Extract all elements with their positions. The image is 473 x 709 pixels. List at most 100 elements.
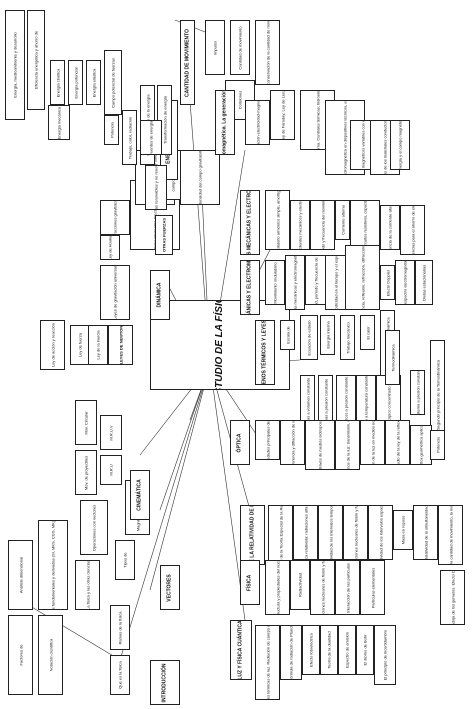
fis-estructura-box: Estructura y propiedades del núcleo bbox=[265, 560, 290, 615]
din-accion: Ley de acción y reacción bbox=[50, 322, 55, 368]
cuantica-title: LUZ Y FÍSICA CUÁNTICA bbox=[237, 620, 244, 680]
fis-particulas: Partículas elementales bbox=[370, 567, 375, 608]
rel-temporales: Relatividad de los intervalos temporales bbox=[328, 505, 333, 560]
center-title: ESTUDIO DE LA FÍSICA bbox=[214, 300, 225, 390]
osc-consecuencias-box: Consecuencias para el ahorro de electric… bbox=[400, 205, 425, 255]
osc-movimiento: Movimiento oscilatorio armónico simple, … bbox=[275, 190, 280, 250]
induccion-title-box: Inducción electromagnética. La generació… bbox=[215, 90, 235, 155]
ondas-amplitud: Amplitud, período y frecuencia de la ond… bbox=[313, 255, 319, 305]
osc-ecuacion-box: Ecuación, período y frecuencia del movim… bbox=[310, 200, 335, 250]
en-potencia: Potencia bbox=[109, 122, 114, 138]
en-campo-potencial-box: Campo potencial de fuerzas bbox=[104, 50, 122, 115]
en-medioambiente: Energía, medioambiente y desarrollo bbox=[12, 32, 18, 98]
en-mecanica: Energía mecánica bbox=[56, 106, 62, 139]
en-renovables-box: Energías renovables y no renovables bbox=[145, 165, 167, 210]
cuan-bohr: El átomo de Bohr bbox=[362, 634, 368, 666]
din-hooke-box: Ley de Hooke bbox=[100, 235, 120, 260]
osc-consecuencias: Consecuencias para el ahorro de electric… bbox=[410, 205, 415, 255]
relatividad-title: TEORÍA DE LA RELATIVIDAD DE EINSTEIN bbox=[249, 505, 255, 565]
din-hooke: Ley de Hooke bbox=[107, 235, 113, 260]
intro-magnitudes: Magnitudes fundamentales y derivadas (SI… bbox=[50, 520, 56, 610]
cuan-incertidumbre: El principio de incertidumbre bbox=[382, 629, 388, 681]
cuan-incertidumbre-box: El principio de incertidumbre bbox=[374, 625, 396, 685]
cuantica-title-box: LUZ Y FÍSICA CUÁNTICA bbox=[230, 620, 252, 680]
osc-ecuacion: Ecuación, período y frecuencia del movim… bbox=[320, 201, 325, 249]
induccion-title: Inducción electromagnética. La generació… bbox=[222, 91, 228, 154]
din-fuerza: Ley de fuerza bbox=[77, 332, 83, 358]
rel-reacciones-box: Reacciones nucleares de fisión y fusión bbox=[343, 505, 368, 560]
cin-mru-box: M.R.U bbox=[100, 455, 122, 485]
fis-reacciones: Reacciones nucleares de fisión y fusión bbox=[320, 560, 325, 615]
ondas-amplitud-box: Amplitud, período y frecuencia de la ond… bbox=[305, 255, 327, 305]
en-trabajo-box: Trabajo, calor, radiación bbox=[122, 110, 137, 165]
intro-fisica-ciencias-box: La física y las otras ciencias bbox=[75, 560, 100, 610]
ondas-doppler-box: Efecto Doppler bbox=[380, 265, 395, 300]
rel-temporales-box: Relatividad de los intervalos temporales bbox=[318, 505, 343, 560]
term-sistema-presion-box: Sistema a presión constante bbox=[410, 370, 425, 415]
cin-mruv: M.R.U.V bbox=[108, 424, 114, 441]
term-termodinamica: Termodinámica bbox=[390, 343, 395, 372]
en-renovables: Energías renovables y no renovables bbox=[153, 165, 159, 210]
opt-medios: Paso de la luz a través de medios isótro… bbox=[318, 421, 323, 469]
ind-relacion: La relación electricidad-magnetismo bbox=[255, 100, 260, 145]
en-fuentes: Fuentes de energía bbox=[148, 120, 154, 155]
rel-simultaneidad: Relatividad de la simultaneidad bbox=[423, 505, 428, 560]
term-trabajo: Trabajo mecánico bbox=[345, 321, 350, 354]
opt-interferencia: Interferencia y difracción de la luz bbox=[290, 420, 295, 465]
din-leyes-newton: LEYES DE NEWTON bbox=[118, 325, 123, 365]
osc-sistemas-box: Sistemas oscilantes mecánicos y electrom… bbox=[290, 200, 310, 250]
opt-medios-box: Paso de la luz a través de medios isótro… bbox=[305, 420, 335, 470]
din-accion-box: Ley de acción y reacción bbox=[40, 320, 65, 370]
cuan-fotoelectrico: Efecto fotoeléctrico bbox=[308, 632, 314, 668]
en-potencial: Energía potencial bbox=[73, 66, 78, 99]
fis-interaccion: Interacción de las partículas bbox=[345, 562, 350, 613]
term-escala: Escala de bbox=[285, 326, 290, 344]
cuan-planck-box: Fórmula de radiación de Planck bbox=[280, 625, 302, 680]
fis-particulas-box: Partículas elementales bbox=[360, 560, 385, 615]
opt-propagacion-box: Propagación de la luz en medios no unifo… bbox=[360, 420, 385, 465]
cuan-espectro-box: Espectro de emisión bbox=[338, 625, 356, 675]
en-transformacion: Transformación de energía bbox=[162, 96, 167, 144]
ondas-espectro-box: El espectro electromagnético bbox=[395, 260, 415, 305]
optica-title-box: ÓPTICA bbox=[230, 420, 250, 465]
rel-gemelos-box: La paradoja de los gemelos. Efecto Doppl… bbox=[440, 570, 465, 625]
oscilaciones-title: OSCILACIONES MECÁNICAS Y ELECTROMAGNÉTIC… bbox=[247, 191, 253, 254]
intro-title-box: INTRODUCCIÓN bbox=[150, 660, 180, 705]
vectores-title-box: VECTORES bbox=[160, 565, 180, 610]
fis-reacciones-box: Reacciones nucleares de fisión y fusión bbox=[310, 560, 335, 615]
ind-generador: Generador de corriente alterna. Centrale… bbox=[315, 91, 320, 149]
cuan-espectro: Espectro de emisión bbox=[344, 631, 350, 669]
rel-dinamica-box: Dinámica relativista: radiaciones alfa y… bbox=[293, 505, 318, 560]
cantmov-ley: Ley de conservación de la cantidad de mo… bbox=[265, 20, 270, 85]
intro-notacion: Notación científica bbox=[48, 638, 53, 672]
din-interacciones: Interacciones gravitatorias bbox=[112, 200, 118, 235]
cantmov-cantidad: Cantidad de movimiento bbox=[237, 25, 243, 70]
ondas-periodicidad: Periodicidad en el tiempo y el espacio bbox=[333, 255, 339, 310]
din-intensidad: Intensidad del campo gravitatorio bbox=[197, 150, 203, 205]
cantmov-title: CANTIDAD DE MOVIMIENTO bbox=[184, 28, 190, 97]
cin-proyectiles-box: Mov. de proyectiles bbox=[75, 450, 97, 495]
cin-mruv-box: M.R.U.V bbox=[100, 415, 122, 450]
term-ecuacion: Ecuación de estado bbox=[306, 319, 312, 356]
termicos-title: FENÓMENOS TÉRMICOS Y LEYES DE LA bbox=[261, 320, 268, 385]
cin-mov-circular: Mov. Circular bbox=[83, 410, 89, 435]
en-campo-potencial: Campo potencial de fuerzas bbox=[110, 57, 116, 108]
termicos-title-box: FENÓMENOS TÉRMICOS Y LEYES DE LA bbox=[255, 320, 275, 385]
din-fuerza-box: Ley de fuerza bbox=[70, 325, 90, 365]
fis-interaccion-box: Interacción de las partículas bbox=[335, 560, 360, 615]
en-cinetica: Energía cinética bbox=[55, 68, 60, 97]
term-energia: Energía interna bbox=[325, 321, 330, 349]
osc-potencia: Potencia de la corriente alterna bbox=[387, 205, 393, 250]
intro-factores: Factores de bbox=[18, 644, 23, 666]
intro-notacion-box: Notación científica bbox=[38, 615, 63, 695]
ind-faraday: Ley de Faraday; Ley de Lenz. bbox=[280, 90, 285, 140]
fisica-title: FÍSICA bbox=[246, 574, 253, 591]
en-elastica: Energía elástica bbox=[91, 68, 96, 97]
cinematica-title-box: CINEMÁTICA bbox=[130, 470, 150, 520]
intro-factores-box: Factores de bbox=[8, 615, 33, 695]
en-potencia-box: Potencia bbox=[104, 115, 119, 145]
ondas-periodicidad-box: Periodicidad en el tiempo y el espacio bbox=[325, 255, 347, 310]
intro-fisica-ciencias: La física y las otras ciencias bbox=[85, 560, 90, 610]
osc-movimiento-box: Movimiento oscilatorio armónico simple, … bbox=[265, 190, 290, 250]
cuan-fotoelectrico-box: Efecto fotoeléctrico bbox=[302, 625, 320, 675]
